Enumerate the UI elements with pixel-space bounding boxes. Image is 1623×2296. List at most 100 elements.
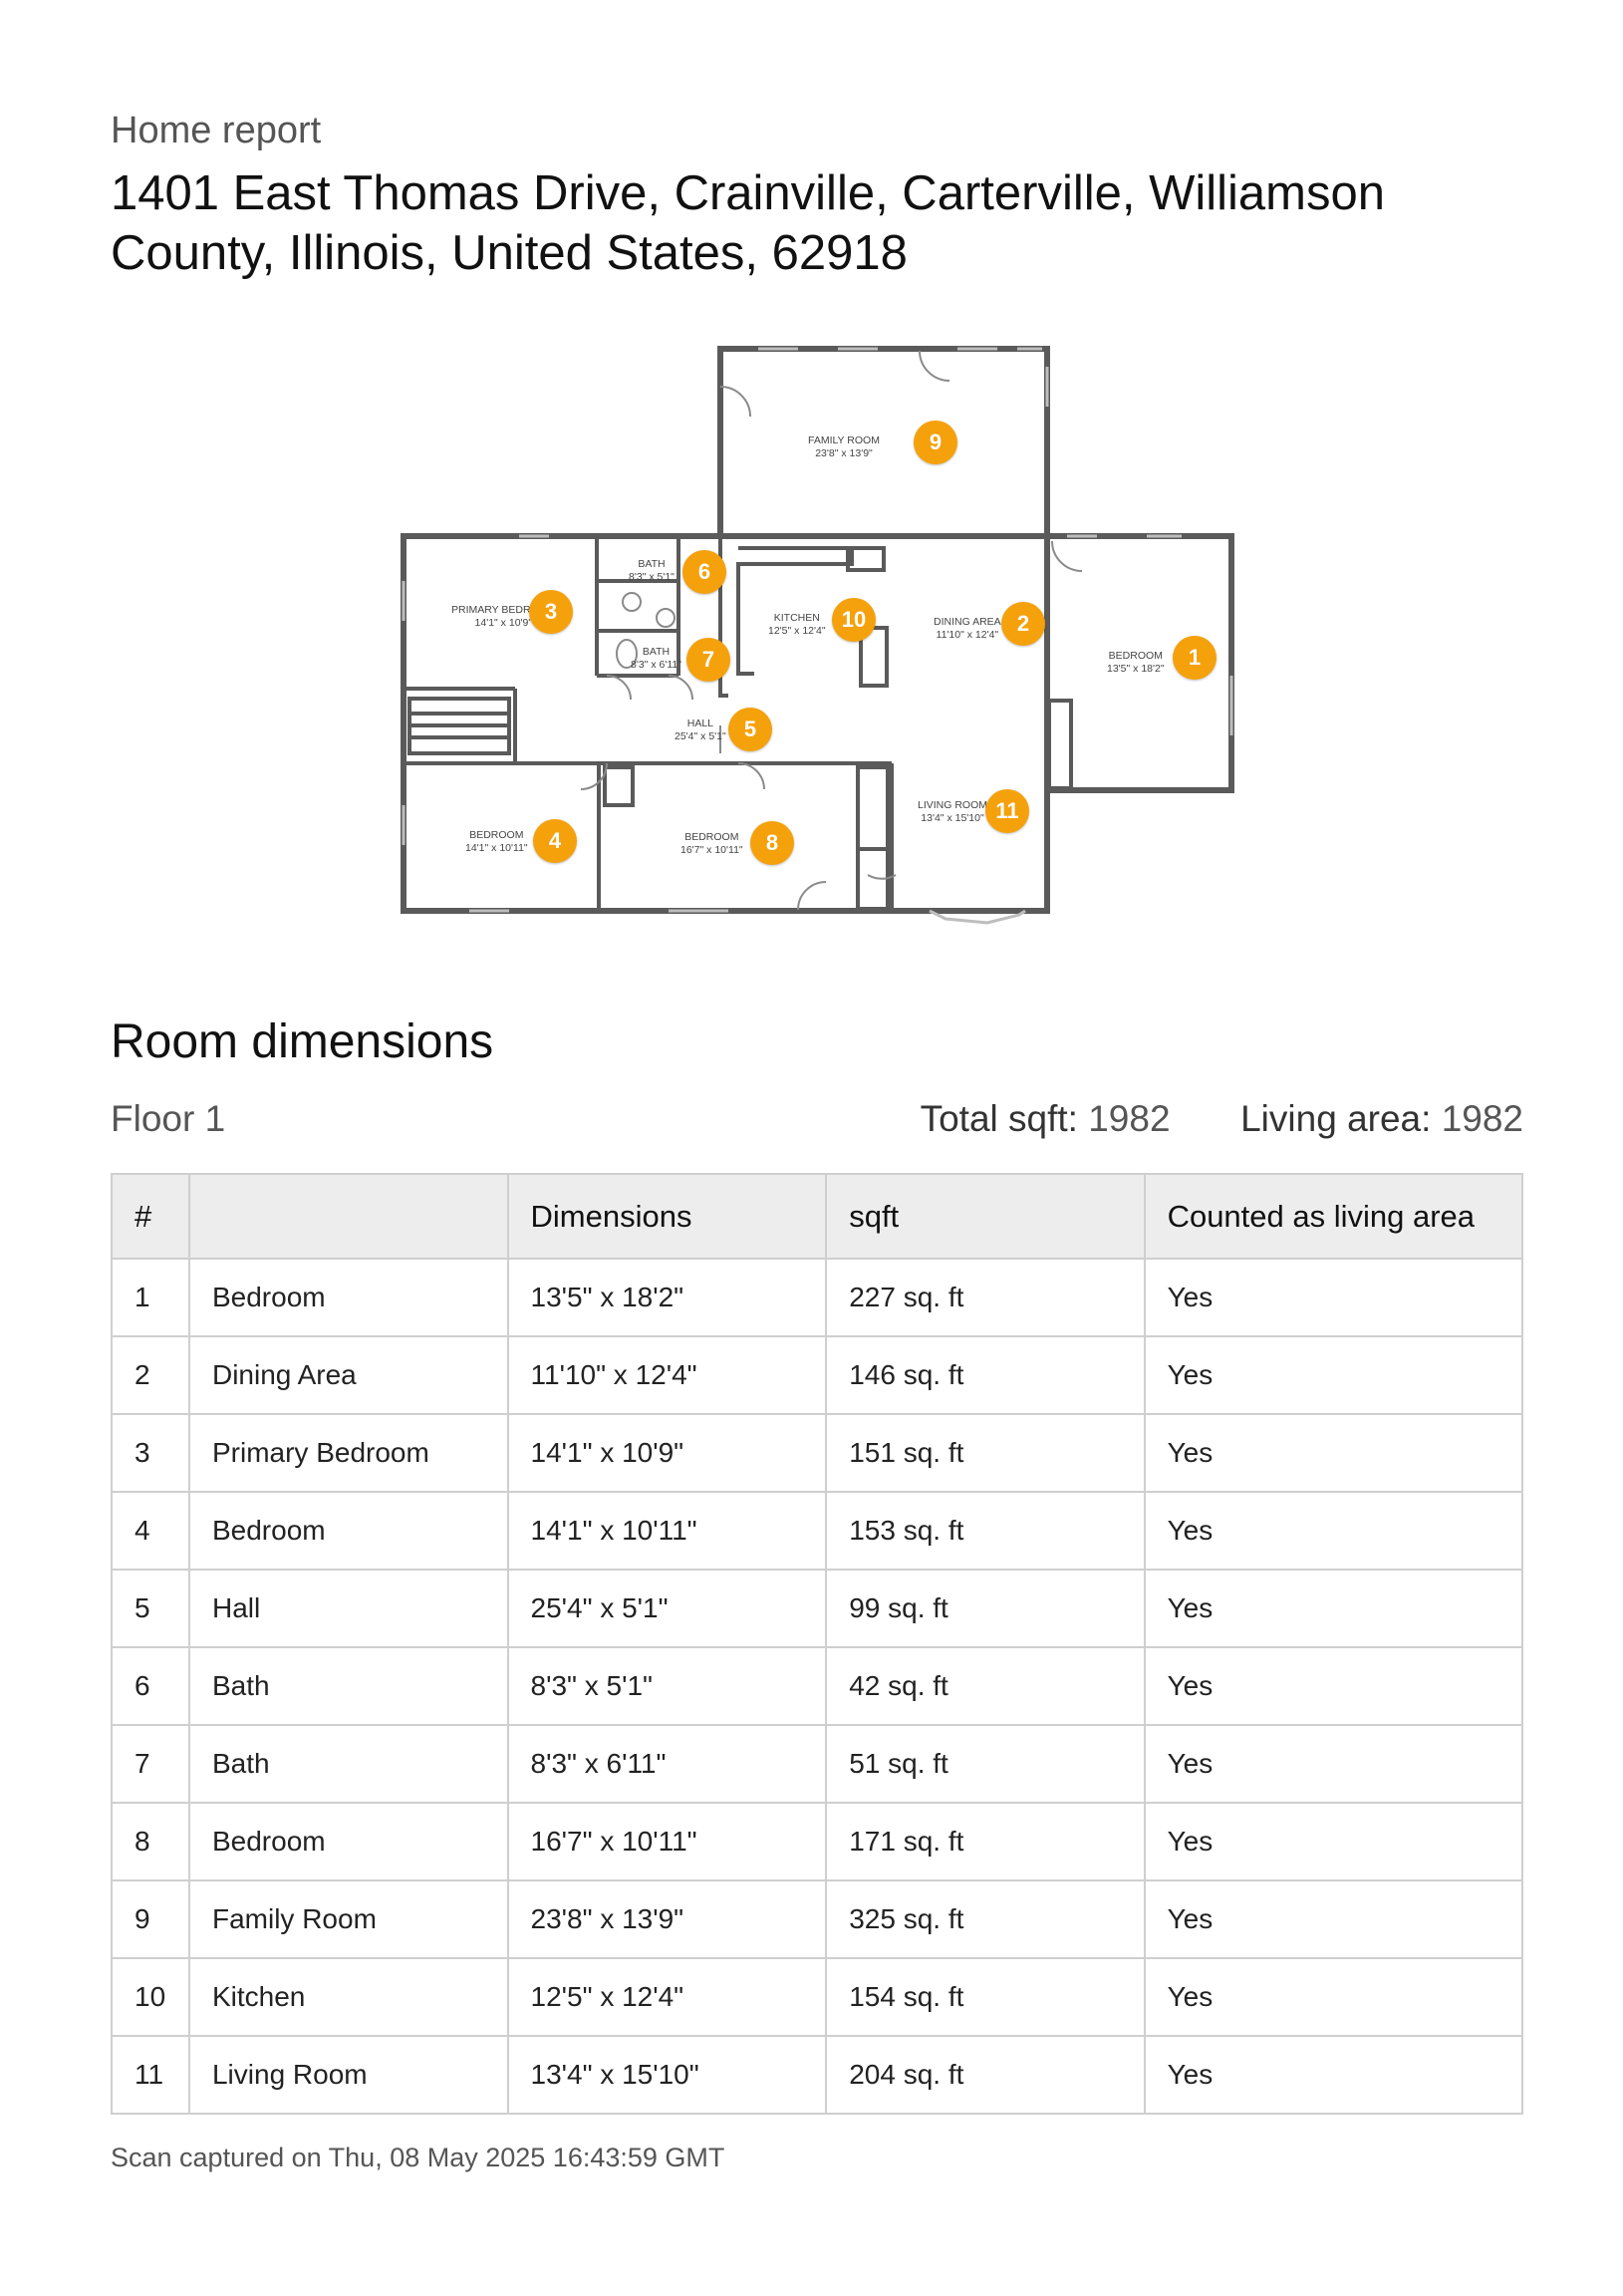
row-sqft: 51 sq. ft (825, 1724, 1146, 1804)
room-marker-3[interactable]: 3 (529, 590, 573, 634)
room-marker-1[interactable]: 1 (1173, 636, 1217, 680)
row-num: 10 (111, 1957, 190, 2037)
table-row: 2 Dining Area 11'10" x 12'4" 146 sq. ft … (111, 1335, 1524, 1415)
table-row: 3 Primary Bedroom 14'1" x 10'9" 151 sq. … (111, 1413, 1524, 1493)
total-sqft-label: Total sqft: (920, 1098, 1078, 1139)
row-dims: 25'4" x 5'1" (506, 1569, 828, 1648)
table-row: 6 Bath 8'3" x 5'1" 42 sq. ft Yes (111, 1646, 1524, 1726)
row-living: Yes (1143, 1491, 1524, 1571)
row-name: Hall (187, 1569, 509, 1648)
row-sqft: 171 sq. ft (825, 1802, 1146, 1881)
row-living: Yes (1143, 1802, 1524, 1881)
row-living: Yes (1143, 1335, 1524, 1415)
row-dims: 8'3" x 6'11" (506, 1724, 828, 1804)
table-row: 7 Bath 8'3" x 6'11" 51 sq. ft Yes (111, 1724, 1524, 1804)
row-dims: 13'5" x 18'2" (506, 1258, 828, 1337)
row-name: Primary Bedroom (187, 1413, 509, 1493)
row-num: 9 (111, 1879, 190, 1959)
row-num: 6 (111, 1646, 190, 1726)
row-name: Bath (187, 1646, 509, 1726)
table-row: 9 Family Room 23'8" x 13'9" 325 sq. ft Y… (111, 1879, 1524, 1959)
row-name: Family Room (187, 1879, 509, 1959)
living-area-value: 1982 (1441, 1098, 1523, 1139)
row-num: 7 (111, 1724, 190, 1804)
header-name (187, 1173, 509, 1260)
row-dims: 23'8" x 13'9" (506, 1879, 828, 1959)
row-num: 8 (111, 1802, 190, 1881)
row-name: Dining Area (187, 1335, 509, 1415)
row-dims: 8'3" x 5'1" (506, 1646, 828, 1726)
row-living: Yes (1143, 1258, 1524, 1337)
living-area-label: Living area: (1240, 1098, 1432, 1139)
row-dims: 12'5" x 12'4" (506, 1957, 828, 2037)
row-living: Yes (1143, 1724, 1524, 1804)
row-num: 1 (111, 1258, 190, 1337)
row-name: Living Room (187, 2035, 509, 2115)
room-marker-8[interactable]: 8 (750, 821, 794, 865)
floor-totals: Total sqft: 1982 Living area: 1982 (921, 1098, 1523, 1140)
row-name: Kitchen (187, 1957, 509, 2037)
row-name: Bedroom (187, 1258, 509, 1337)
scan-timestamp: Scan captured on Thu, 08 May 2025 16:43:… (111, 2143, 725, 2172)
row-dims: 11'10" x 12'4" (506, 1335, 828, 1415)
room-marker-10[interactable]: 10 (832, 598, 876, 642)
row-sqft: 227 sq. ft (825, 1258, 1146, 1337)
row-living: Yes (1143, 1413, 1524, 1493)
header-living-area: Counted as living area (1143, 1173, 1524, 1260)
property-address: 1401 East Thomas Drive, Crainville, Cart… (111, 166, 1385, 280)
table-row: 1 Bedroom 13'5" x 18'2" 227 sq. ft Yes (111, 1258, 1524, 1337)
header-dimensions: Dimensions (506, 1173, 828, 1260)
room-marker-9[interactable]: 9 (914, 421, 957, 464)
row-living: Yes (1143, 1879, 1524, 1959)
room-marker-6[interactable]: 6 (682, 550, 726, 594)
row-name: Bedroom (187, 1491, 509, 1571)
table-row: 10 Kitchen 12'5" x 12'4" 154 sq. ft Yes (111, 1957, 1524, 2037)
table-row: 4 Bedroom 14'1" x 10'11" 153 sq. ft Yes (111, 1491, 1524, 1571)
room-dimensions-table: # Dimensions sqft Counted as living area… (111, 1173, 1524, 2115)
header-num: # (111, 1173, 190, 1260)
table-row: 5 Hall 25'4" x 5'1" 99 sq. ft Yes (111, 1569, 1524, 1648)
row-sqft: 99 sq. ft (825, 1569, 1146, 1648)
room-marker-4[interactable]: 4 (533, 819, 577, 863)
table-row: 8 Bedroom 16'7" x 10'11" 171 sq. ft Yes (111, 1802, 1524, 1881)
row-living: Yes (1143, 1646, 1524, 1726)
row-sqft: 42 sq. ft (825, 1646, 1146, 1726)
row-dims: 14'1" x 10'9" (506, 1413, 828, 1493)
row-num: 3 (111, 1413, 190, 1493)
row-dims: 13'4" x 15'10" (506, 2035, 828, 2115)
row-sqft: 154 sq. ft (825, 1957, 1146, 2037)
row-dims: 14'1" x 10'11" (506, 1491, 828, 1571)
floor-plan-walls (401, 346, 1234, 925)
total-sqft-value: 1982 (1088, 1098, 1171, 1139)
row-num: 5 (111, 1569, 190, 1648)
header-sqft: sqft (825, 1173, 1146, 1260)
row-name: Bedroom (187, 1802, 509, 1881)
row-sqft: 146 sq. ft (825, 1335, 1146, 1415)
room-marker-5[interactable]: 5 (728, 708, 772, 751)
row-living: Yes (1143, 1569, 1524, 1648)
row-sqft: 151 sq. ft (825, 1413, 1146, 1493)
report-eyebrow: Home report (111, 110, 322, 151)
room-marker-11[interactable]: 11 (985, 789, 1029, 833)
room-marker-2[interactable]: 2 (1001, 602, 1045, 646)
row-name: Bath (187, 1724, 509, 1804)
row-sqft: 325 sq. ft (825, 1879, 1146, 1959)
room-marker-7[interactable]: 7 (686, 638, 730, 682)
table-header-row: # Dimensions sqft Counted as living area (111, 1173, 1524, 1260)
row-sqft: 204 sq. ft (825, 2035, 1146, 2115)
row-num: 11 (111, 2035, 190, 2115)
table-row: 11 Living Room 13'4" x 15'10" 204 sq. ft… (111, 2035, 1524, 2115)
section-title: Room dimensions (111, 1015, 494, 1068)
row-num: 4 (111, 1491, 190, 1571)
row-living: Yes (1143, 2035, 1524, 2115)
floor-name: Floor 1 (111, 1098, 226, 1139)
